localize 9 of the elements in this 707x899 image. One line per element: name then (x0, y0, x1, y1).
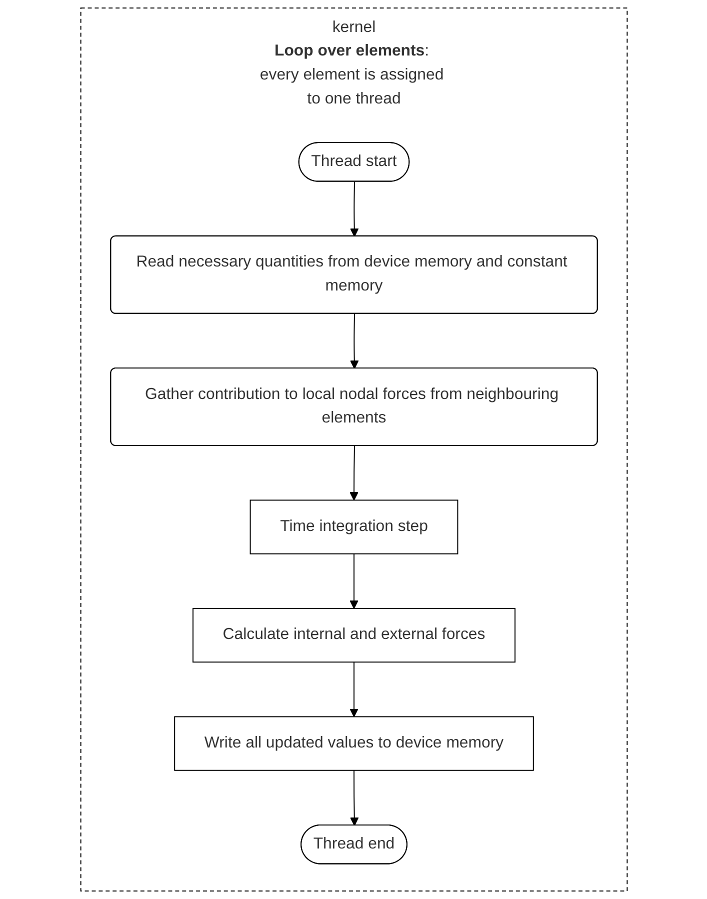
arrow (349, 770, 358, 826)
arrow (349, 181, 358, 237)
arrow (349, 662, 358, 718)
arrow (349, 313, 358, 369)
node-box: Calculate internal and external forces (192, 608, 515, 663)
arrow (349, 553, 358, 609)
arrow (349, 446, 358, 501)
node-box: Time integration step (249, 500, 458, 554)
node-box: Write all updated values to device memory (174, 716, 534, 771)
